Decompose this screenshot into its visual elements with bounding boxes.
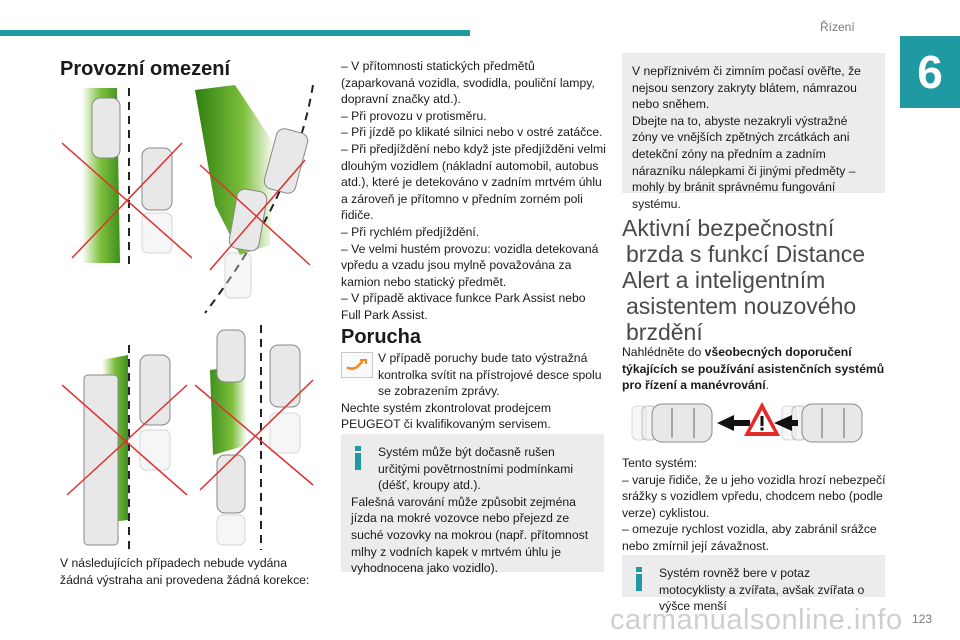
heading-line: brzda s funkcí Distance bbox=[626, 241, 866, 267]
reference-paragraph: Nahlédněte do všeobecných doporučení týk… bbox=[622, 344, 887, 394]
illustration-heavy-traffic bbox=[195, 325, 315, 550]
heading-line: Aktivní bezpečnostní bbox=[622, 215, 835, 241]
chapter-tab[interactable]: 6 bbox=[900, 36, 960, 108]
list-item: – Při předjíždění nebo když jste předjíž… bbox=[341, 141, 606, 223]
watermark: carmanualsonline.info bbox=[610, 604, 903, 636]
limitations-list: – V přítomnosti statických předmětů (zap… bbox=[341, 58, 606, 324]
list-item: – Ve velmi hustém provozu: vozidla detek… bbox=[341, 241, 599, 289]
info-box-motorcyclists: Systém rovněž bere v potaz motocyklisty … bbox=[622, 555, 885, 613]
list-item: – Při provozu v protisměru. bbox=[341, 108, 487, 123]
list-item: – Při jízdě po klikaté silnici nebo v os… bbox=[341, 125, 603, 140]
info-box-weather: Systém může být dočasně rušen určitými p… bbox=[341, 434, 604, 575]
info-icon bbox=[636, 567, 642, 591]
reference-suffix: . bbox=[765, 378, 769, 393]
box-text-1: V nepříznivém či zimním počasí ověřte, ž… bbox=[632, 64, 861, 112]
system-intro: Tento systém: bbox=[622, 456, 698, 470]
info-icon bbox=[355, 446, 361, 470]
warning-lamp-icon bbox=[341, 352, 373, 378]
system-description: Tento systém: – varuje řidiče, že u jeho… bbox=[622, 455, 887, 555]
intro-paragraph: V následujících případech nebude vydána … bbox=[60, 556, 310, 587]
section-title: Řízení bbox=[820, 20, 855, 34]
info-text: Systém rovněž bere v potaz motocyklisty … bbox=[659, 566, 865, 614]
list-item: – V případě aktivace funkce Park Assist … bbox=[341, 291, 586, 322]
heading-line: asistentem nouzového bbox=[626, 293, 857, 319]
section-heading-emergency-braking: Aktivní bezpečnostní brzda s funkcí Dist… bbox=[622, 215, 892, 345]
reference-prefix: Nahlédněte do bbox=[622, 345, 705, 359]
list-item: – varuje řidiče, že u jeho vozidla hrozí… bbox=[622, 472, 886, 520]
fault-heading: Porucha bbox=[341, 326, 422, 348]
illustration-static-objects bbox=[62, 88, 192, 268]
illustration-curved-road bbox=[195, 85, 315, 315]
list-item: – V přítomnosti statických předmětů (zap… bbox=[341, 59, 595, 107]
heading-line: Alert a inteligentním bbox=[622, 267, 826, 293]
illustration-long-vehicle bbox=[62, 345, 192, 550]
fault-description: V případě poruchy bude tato výstražná ko… bbox=[341, 350, 606, 433]
heading-line: brzdění bbox=[626, 319, 703, 345]
illustration-distance-alert bbox=[622, 398, 887, 448]
header-accent-bar bbox=[0, 30, 470, 36]
page-title: Provozní omezení bbox=[60, 58, 231, 80]
list-item: – Při rychlém předjíždění. bbox=[341, 224, 480, 239]
page-number: 123 bbox=[912, 612, 933, 626]
reference-link[interactable]: všeobecných doporučení týkajících se pou… bbox=[622, 345, 885, 393]
fault-text-1: V případě poruchy bude tato výstražná ko… bbox=[378, 351, 602, 399]
list-item: – omezuje rychlost vozidla, aby zabránil… bbox=[622, 522, 877, 553]
box-text-2: Dbejte na to, abyste nezakryli výstražné… bbox=[632, 113, 856, 211]
info-text-2: Falešná varování může způsobit zejména j… bbox=[351, 494, 589, 576]
fault-text-2: Nechte systém zkontrolovat prodejcem PEU… bbox=[341, 400, 551, 432]
info-text-1: Systém může být dočasně rušen určitými p… bbox=[378, 445, 574, 493]
info-box-sensors: V nepříznivém či zimním počasí ověřte, ž… bbox=[622, 53, 885, 211]
